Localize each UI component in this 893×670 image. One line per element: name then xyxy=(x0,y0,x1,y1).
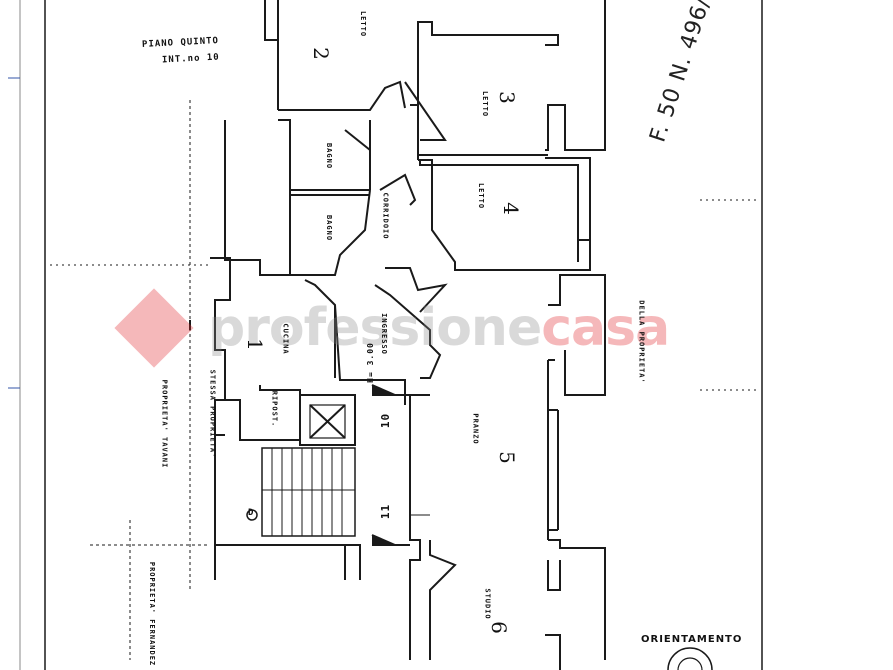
neighbour-tavani-label: PROPRIETA' TAVANI xyxy=(160,379,169,469)
room-corridoio-label: CORRIDOIO xyxy=(381,192,390,240)
orientation-label: ORIENTAMENTO xyxy=(641,634,743,645)
room-bagno-a-label: BAGNO xyxy=(325,142,334,170)
room-ripostiglio-label: RIPOST. xyxy=(270,390,279,428)
section-marker-11: 11 xyxy=(379,503,393,520)
room-letto-4-label: LETTO xyxy=(477,182,486,210)
room-letto-2-number: 2 xyxy=(308,47,333,61)
room-studio-label: STUDIO xyxy=(483,588,492,620)
room-cucina-label: CUCINA xyxy=(281,323,290,355)
same-owner-label: STESSA PROPRIETA' xyxy=(208,369,217,459)
stair-symbol: D xyxy=(248,508,255,518)
room-letto-3-number: 3 xyxy=(494,91,519,105)
neighbour-right-label: DELLA PROPRIETA' xyxy=(637,300,646,384)
room-studio-number: 6 xyxy=(486,621,511,635)
ceiling-height-note: H= 3.00 xyxy=(365,342,375,383)
room-bagno-b-label: BAGNO xyxy=(325,214,334,242)
room-pranzo-label: PRANZO xyxy=(471,413,480,445)
room-ingresso-label: INGRESSO xyxy=(379,313,388,355)
neighbour-fernandez-label: PROPRIETA' FERNANDEZ xyxy=(148,561,157,667)
section-marker-10: 10 xyxy=(379,412,393,429)
room-pranzo-number: 5 xyxy=(494,451,519,465)
room-letto-3-label: LETTO xyxy=(481,90,490,118)
room-letto-2-label: LETTO xyxy=(359,10,368,38)
room-letto-4-number: 4 xyxy=(498,202,523,216)
room-cucina-number: 1 xyxy=(242,338,267,352)
